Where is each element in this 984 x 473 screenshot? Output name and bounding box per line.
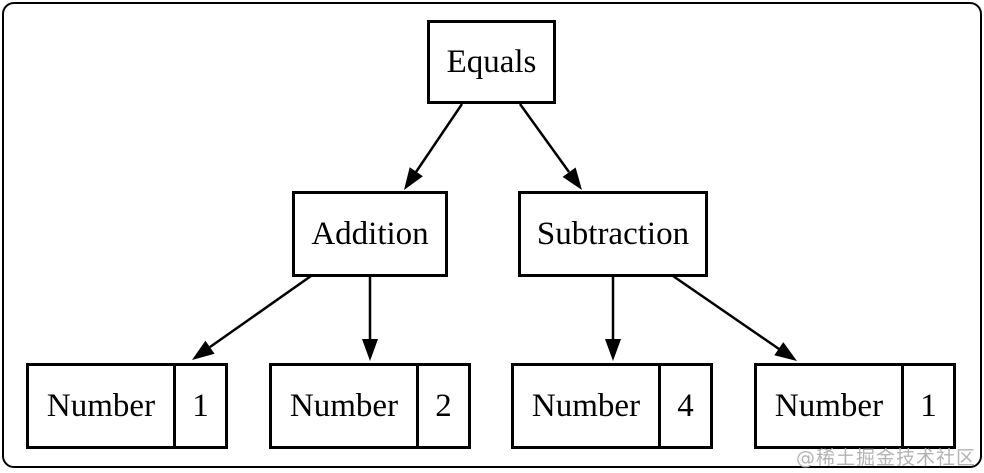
node-number-1b: Number 1	[754, 363, 956, 449]
leaf-type-cell: Number	[29, 366, 176, 446]
edge-equals-subtraction	[518, 103, 582, 190]
leaf-type-cell: Number	[757, 366, 904, 446]
node-subtraction-label: Subtraction	[536, 215, 690, 252]
edge-subtraction-number4	[605, 276, 621, 361]
node-number-4: Number 4	[511, 363, 713, 449]
node-number-1: Number 1	[26, 363, 228, 449]
leaf-type-cell: Number	[514, 366, 661, 446]
node-subtraction: Subtraction	[518, 191, 708, 277]
edge-equals-addition	[404, 103, 464, 190]
node-addition: Addition	[292, 191, 448, 277]
node-number-2: Number 2	[269, 363, 471, 449]
edge-addition-number2	[362, 276, 378, 361]
node-equals: Equals	[427, 20, 556, 104]
leaf-value-cell: 1	[192, 387, 209, 424]
edge-addition-number1	[192, 274, 312, 360]
leaf-value-cell: 1	[920, 387, 937, 424]
leaf-value-cell: 4	[677, 387, 694, 424]
node-addition-label: Addition	[311, 215, 429, 252]
edge-subtraction-number1	[672, 274, 797, 361]
leaf-type-cell: Number	[272, 366, 419, 446]
node-equals-label: Equals	[446, 43, 537, 80]
watermark-text: @稀土掘金技术社区	[795, 447, 976, 469]
leaf-value-cell: 2	[435, 387, 452, 424]
